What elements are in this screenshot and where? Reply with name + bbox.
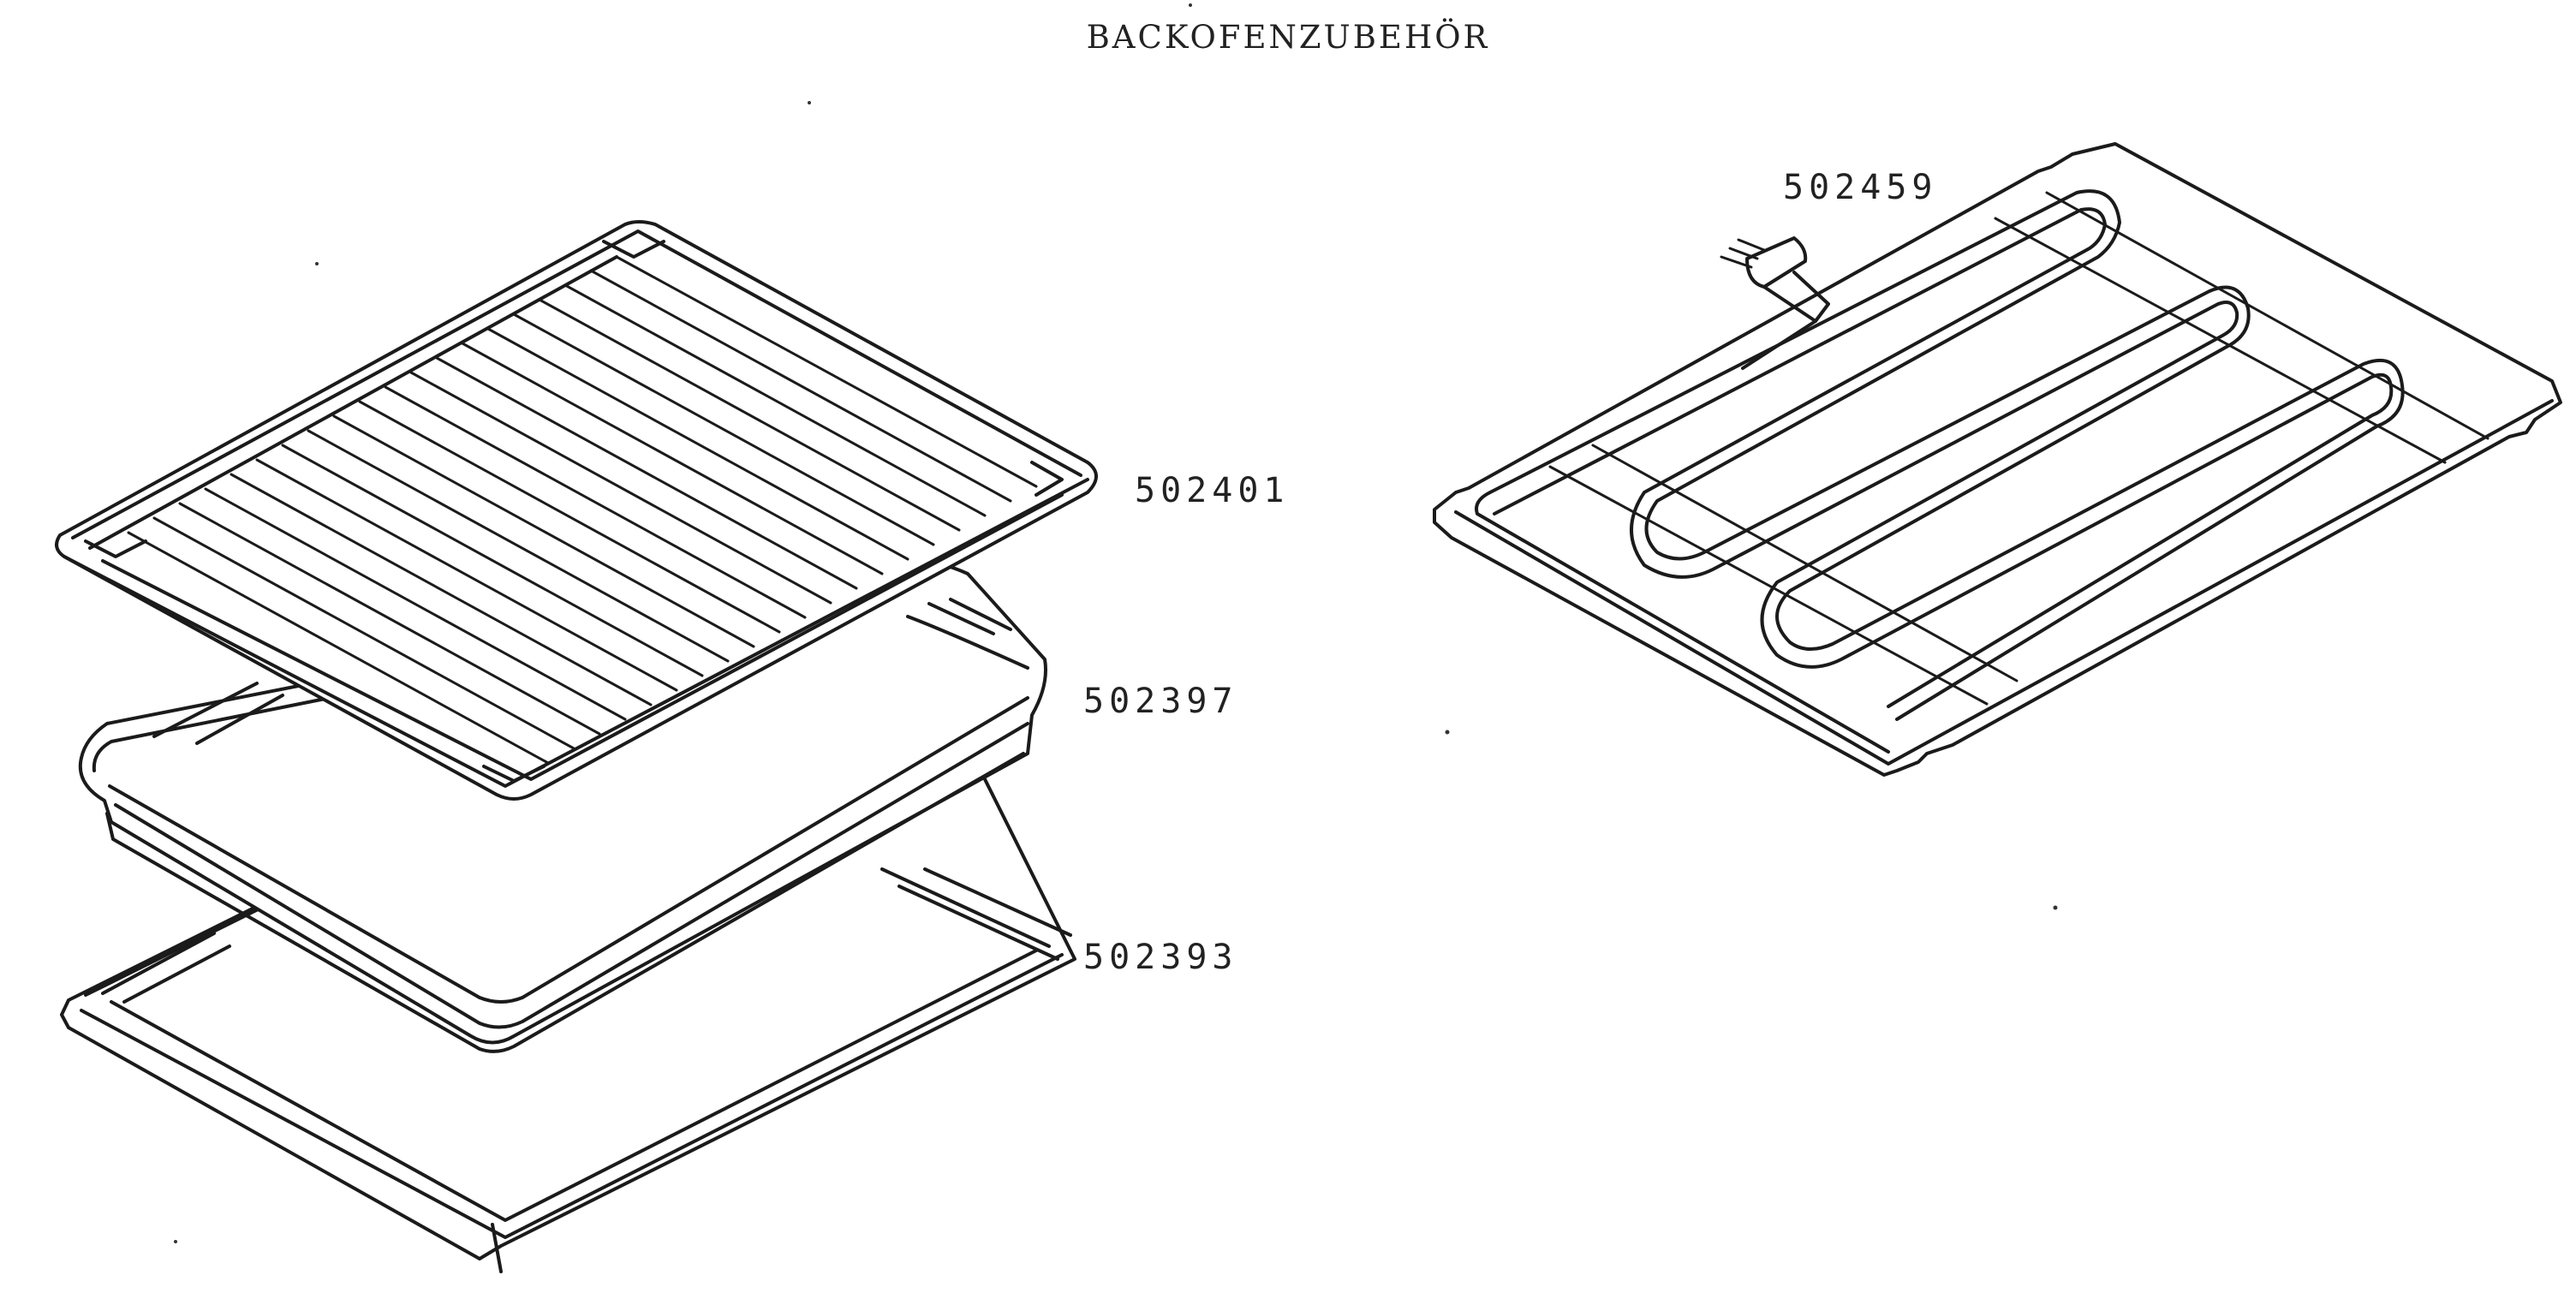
grill-rack-drawing bbox=[55, 220, 1098, 801]
diagram-title: BACKOFENZUBEHÖR bbox=[1086, 19, 1490, 56]
part-number-502459: 502459 bbox=[1783, 168, 1938, 207]
heating-element-drawing bbox=[1433, 142, 2562, 777]
part-number-502397: 502397 bbox=[1083, 682, 1238, 721]
scan-specks bbox=[174, 3, 2058, 1243]
part-number-502393: 502393 bbox=[1083, 938, 1238, 977]
part-number-502401: 502401 bbox=[1135, 471, 1290, 510]
